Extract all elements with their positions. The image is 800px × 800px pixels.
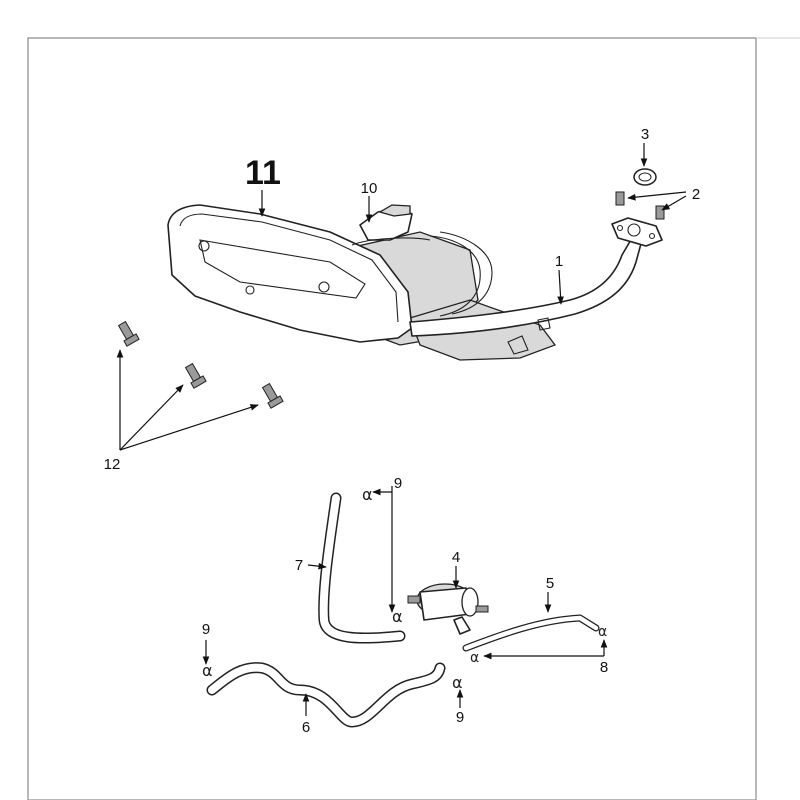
svg-text:α: α	[452, 673, 463, 692]
svg-text:α: α	[470, 650, 479, 666]
label-2: 2	[692, 186, 700, 203]
label-7: 7	[295, 557, 303, 574]
svg-text:α: α	[392, 607, 403, 626]
stud-drawing	[615, 191, 665, 220]
label-6: 6	[302, 719, 310, 736]
label-4: 4	[452, 549, 460, 566]
label-1: 1	[555, 253, 563, 270]
label-9-left: 9	[202, 621, 210, 638]
svg-text:α: α	[598, 624, 607, 640]
label-12: 12	[104, 456, 121, 473]
leader-lines	[116, 143, 687, 716]
svg-text:α: α	[202, 661, 213, 680]
page-border	[27, 37, 800, 800]
clip-drawing: α α α α α α	[202, 485, 607, 692]
muffler-drawing	[167, 204, 663, 361]
gasket-drawing	[633, 168, 657, 186]
bolt-drawing	[117, 320, 284, 409]
canister-4-drawing	[407, 583, 489, 635]
label-11: 11	[245, 154, 281, 192]
hose-7-drawing	[318, 492, 406, 644]
label-10: 10	[361, 180, 378, 197]
svg-text:α: α	[362, 485, 373, 504]
part-labels: 11 10 3 2 1 12 9 7 4 5 8 9 9 6	[104, 126, 701, 736]
label-9-bottom: 9	[456, 709, 464, 726]
hose-6-drawing	[206, 662, 446, 728]
label-3: 3	[641, 126, 649, 143]
label-8: 8	[600, 659, 608, 676]
label-9-top: 9	[394, 475, 402, 492]
tube-5-drawing	[462, 614, 600, 652]
label-5: 5	[546, 575, 554, 592]
